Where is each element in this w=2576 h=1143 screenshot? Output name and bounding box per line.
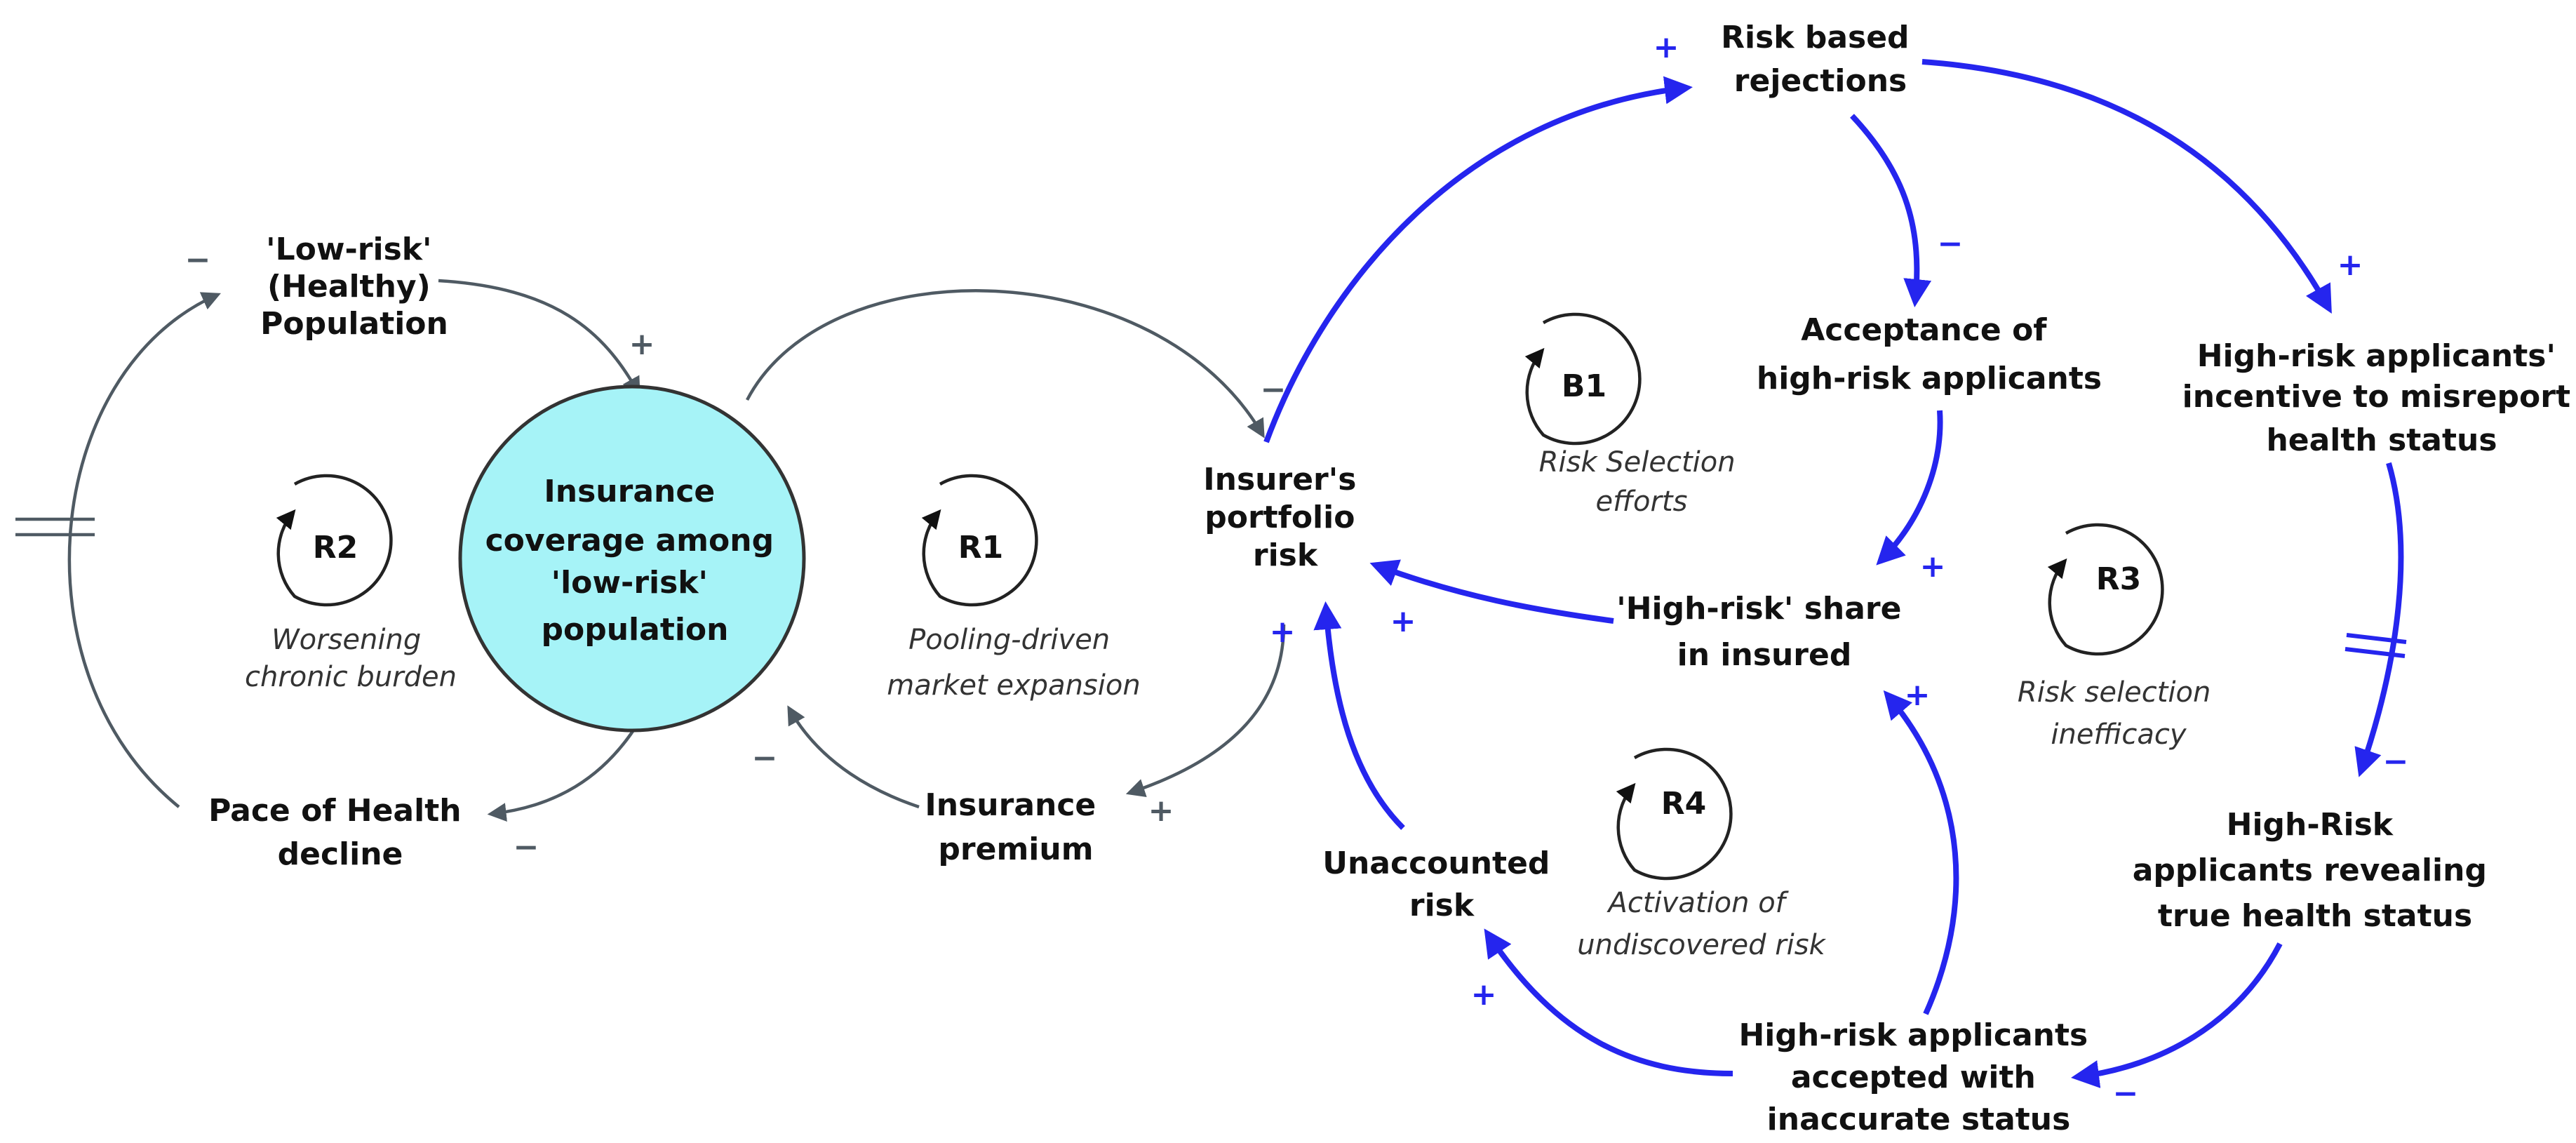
loop-r4-label: Activation of undiscovered risk — [1577, 887, 1826, 961]
link-share-to-portfolio — [1369, 559, 1614, 624]
link-coverage-to-pace — [487, 721, 640, 822]
polarity-accepted-to-share: + — [1905, 677, 1931, 713]
node-pace-of-health-decline: Pace of Health decline — [208, 793, 472, 872]
loop-r1: R1 — [921, 474, 1038, 607]
polarity-incentive-to-revealing: − — [2383, 744, 2409, 780]
link-unaccounted-to-portfolio — [1313, 601, 1405, 830]
link-accepted-to-share — [1883, 690, 1959, 1015]
loop-r3-label: Risk selection inefficacy — [2018, 676, 2220, 751]
polarity-portfolio-to-premium: + — [1148, 793, 1174, 829]
link-rejections-to-incentive — [1921, 59, 2332, 314]
node-insurance-coverage: Insurance coverage among 'low-risk' popu… — [485, 474, 785, 648]
loop-r2-label: Worsening chronic burden — [245, 624, 457, 693]
polarity-coverage-to-portfolio: − — [1261, 372, 1287, 408]
loop-r2-id: R2 — [313, 530, 358, 566]
delay-mark-4 — [2344, 647, 2406, 658]
loop-r1-label: Pooling-driven market expansion — [887, 624, 1140, 702]
loop-r1-id: R1 — [958, 530, 1004, 566]
loop-r3: R3 — [2047, 523, 2164, 656]
link-rejections-to-acceptance — [1850, 114, 1932, 307]
polarity-unaccounted-to-portfolio: + — [1270, 614, 1296, 650]
link-revealing-to-accepted — [2071, 942, 2283, 1088]
polarity-coverage-to-pace: − — [514, 829, 539, 865]
loop-r4: R4 — [1616, 747, 1733, 881]
loop-b1: B1 — [1524, 312, 1642, 446]
link-portfolio-to-premium — [1125, 624, 1286, 797]
link-coverage-to-portfolio — [746, 289, 1265, 439]
link-portfolio-to-rejections — [1263, 76, 1693, 443]
node-insurance-premium: Insurance premium — [925, 787, 1106, 867]
polarity-acceptance-to-share: + — [1920, 549, 1946, 584]
node-unaccounted-risk: Unaccounted risk — [1322, 845, 1560, 923]
polarity-premium-to-coverage: − — [752, 740, 778, 776]
polarity-lowrisk-to-coverage: + — [629, 326, 655, 362]
node-low-risk-population: 'Low-risk' (Healthy) Population — [260, 232, 448, 342]
node-insurers-portfolio-risk: Insurer's portfolio risk — [1203, 462, 1367, 573]
polarity-rejections-to-incentive: + — [2337, 247, 2363, 283]
polarity-pace-to-lowrisk: − — [185, 242, 211, 278]
link-premium-to-coverage — [787, 705, 920, 809]
loop-r3-id: R3 — [2096, 561, 2142, 597]
polarity-accepted-to-unaccounted: + — [1471, 977, 1497, 1012]
node-high-risk-share-in-insured: 'High-risk' share in insured — [1616, 591, 1912, 673]
link-pace-to-lowrisk — [67, 292, 221, 808]
node-revealing-true-health-status: High-Risk applicants revealing true heal… — [2133, 807, 2498, 934]
link-acceptance-to-share — [1876, 410, 1943, 566]
link-lowrisk-to-coverage — [438, 279, 640, 396]
node-accepted-with-inaccurate-status: High-risk applicants accepted with inacc… — [1738, 1017, 2098, 1137]
loop-b1-label: Risk Selection efforts — [1539, 446, 1745, 518]
polarity-revealing-to-accepted: − — [2113, 1076, 2139, 1111]
polarity-rejections-to-acceptance: − — [1938, 226, 1964, 262]
polarity-share-to-portfolio: + — [1390, 603, 1416, 639]
coverage-node-circle — [458, 385, 806, 733]
node-incentive-to-misreport: High-risk applicants' incentive to misre… — [2182, 338, 2576, 458]
polarity-portfolio-to-rejections: + — [1653, 29, 1679, 65]
delay-mark-3 — [2346, 633, 2407, 644]
node-risk-based-rejections: Risk based rejections — [1721, 20, 1920, 99]
node-acceptance-of-high-risk-applicants: Acceptance of high-risk applicants — [1757, 312, 2102, 396]
link-incentive-to-revealing — [2354, 462, 2404, 777]
loop-r4-id: R4 — [1661, 786, 1707, 822]
loop-b1-id: B1 — [1562, 368, 1606, 404]
loop-r2: R2 — [276, 474, 393, 607]
link-accepted-to-unaccounted — [1484, 928, 1733, 1076]
